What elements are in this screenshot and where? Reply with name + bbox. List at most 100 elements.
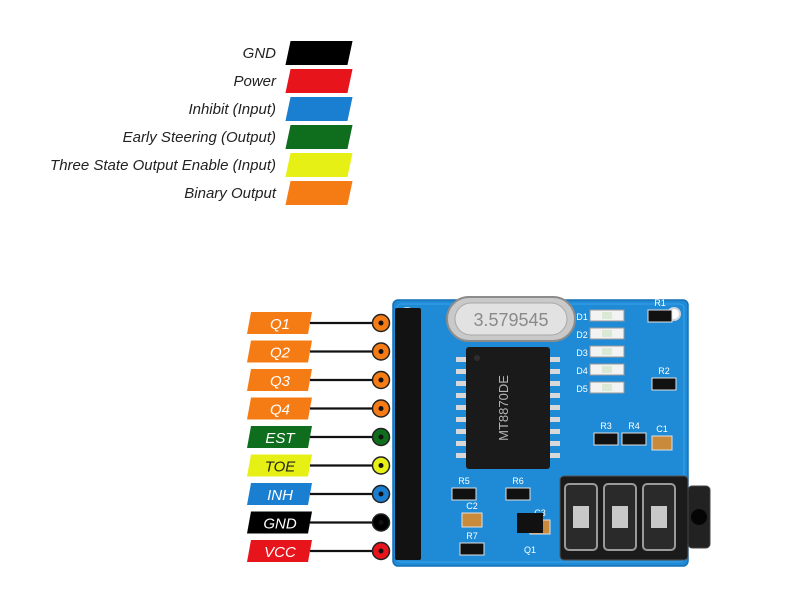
legend-label: GND [242,44,276,62]
ic-leg [456,441,470,446]
ic-leg [546,393,560,398]
ic-leg [546,441,560,446]
led-label: D1 [576,312,588,322]
resistor: R7 [459,531,485,556]
resistor-label: R6 [512,476,524,486]
led-lens [602,348,612,355]
ic-body [466,347,550,469]
ic-leg [456,357,470,362]
jack-spring [612,506,628,528]
pin-dot-center [378,548,384,554]
pin-tag [247,426,312,448]
pin-tag-label: INH [267,487,293,504]
resistor-label: R3 [600,421,612,431]
led-lens [602,330,612,337]
pin-tag [247,369,312,391]
capacitor-body [461,512,483,528]
legend-item: GND [242,40,353,66]
ic-label: MT8870DE [496,375,511,441]
ic-leg [546,417,560,422]
ic-leg [456,429,470,434]
pin-tag [247,397,312,420]
ic-chip: MT8870DE [456,347,560,469]
pin-dot-center [378,463,384,468]
legend-item: Power [233,68,353,94]
led-lens [602,366,612,373]
led: D4 [576,363,625,376]
resistor-label: R4 [628,421,640,431]
pin-tag-label: EST [265,430,296,447]
led-label: D3 [576,348,588,358]
led-lens [602,312,612,319]
capacitor-label: C1 [656,424,668,434]
led: D3 [576,345,625,358]
led-lens [602,384,612,391]
jack-spring [573,506,589,528]
transistor-label: Q1 [524,545,536,555]
legend-label: Power [233,72,276,90]
resistor-label: R1 [654,298,666,308]
resistor-label: R2 [658,366,670,376]
led-label: D5 [576,384,588,394]
pin-dot-center [378,434,384,440]
pin-tag-label: Q3 [270,373,291,390]
crystal-top [454,302,568,336]
ic-leg [546,357,560,362]
resistor-body [459,542,485,556]
resistor: R3 [593,421,619,446]
capacitor: C2 [461,501,483,528]
pin-tag-label: Q2 [270,345,291,362]
pin-header [395,308,421,560]
pin-tag-label: TOE [265,459,297,476]
pin-tag [247,340,312,363]
pin-tag [247,483,312,505]
resistor-body [593,432,619,446]
pin-tag [247,511,312,534]
pin-tag [247,540,312,562]
pin-tag-label: VCC [264,544,296,561]
pin-dot-center [378,520,384,525]
capacitor-body [651,435,673,451]
legend-item: Three State Output Enable (Input) [50,152,353,178]
audio-jack [559,475,711,561]
capacitor-label: C2 [466,501,478,511]
ic-leg [546,405,560,410]
jack-hole [691,509,707,525]
resistor-body [505,487,531,501]
legend-label: Three State Output Enable (Input) [50,156,276,174]
resistor: R6 [505,476,531,501]
pin-dot-center [378,377,384,383]
legend-item: Early Steering (Output) [122,124,353,150]
ic-leg [546,453,560,458]
led-label: D2 [576,330,588,340]
ic-leg [546,369,560,374]
pin-tag-label: Q1 [270,316,290,333]
pin-row: Q1Q1 [247,312,435,334]
resistor-body [451,487,477,501]
resistor: R4 [621,421,647,446]
led: D5 [576,381,625,394]
jack-spring [651,506,667,528]
ic-leg [546,429,560,434]
legend-item: Inhibit (Input) [188,96,353,122]
led-label: D4 [576,366,588,376]
pin-tag-label: Q4 [270,402,290,419]
legend-label: Early Steering (Output) [122,128,276,146]
crystal-label: 3.579545 [473,310,548,330]
resistor-label: R5 [458,476,470,486]
resistor-body [651,377,677,391]
legend-item: Binary Output [184,180,353,206]
legend-label: Inhibit (Input) [188,100,276,118]
resistor: R2 [651,366,677,391]
ic-leg [456,381,470,386]
pin-tag-label: GND [263,516,297,533]
led: D1 [576,309,625,322]
pin-tag [247,454,312,477]
pin-tag [247,312,312,334]
ic-notch [474,355,480,361]
pin-dot-center [378,349,384,354]
resistor-body [621,432,647,446]
resistor-body [647,309,673,323]
ic-leg [546,381,560,386]
